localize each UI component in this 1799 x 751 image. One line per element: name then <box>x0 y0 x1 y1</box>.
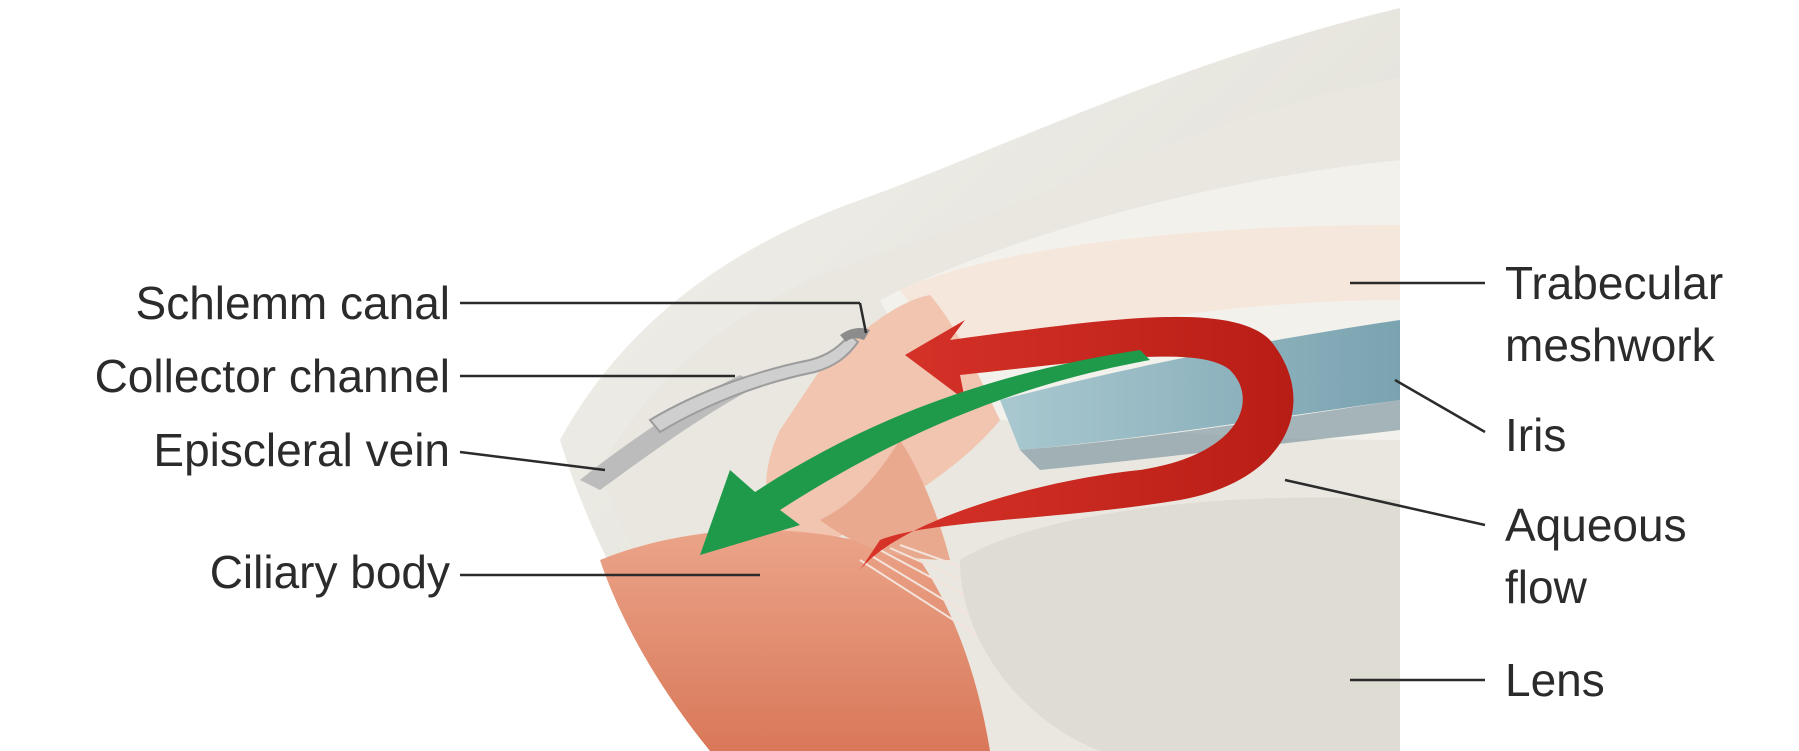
label-episcleral-vein: Episcleral vein <box>153 423 450 477</box>
label-schlemm-canal: Schlemm canal <box>136 276 450 330</box>
label-lens: Lens <box>1505 653 1605 707</box>
label-collector-channel: Collector channel <box>95 349 450 403</box>
label-trabecular-meshwork-line2: meshwork <box>1505 318 1715 372</box>
label-ciliary-body: Ciliary body <box>210 545 450 599</box>
label-aqueous-flow-line1: Aqueous <box>1505 498 1687 552</box>
leader-iris <box>1395 380 1485 432</box>
label-iris: Iris <box>1505 408 1566 462</box>
label-trabecular-meshwork-line1: Trabecular <box>1505 256 1723 310</box>
label-aqueous-flow-line2: flow <box>1505 560 1587 614</box>
